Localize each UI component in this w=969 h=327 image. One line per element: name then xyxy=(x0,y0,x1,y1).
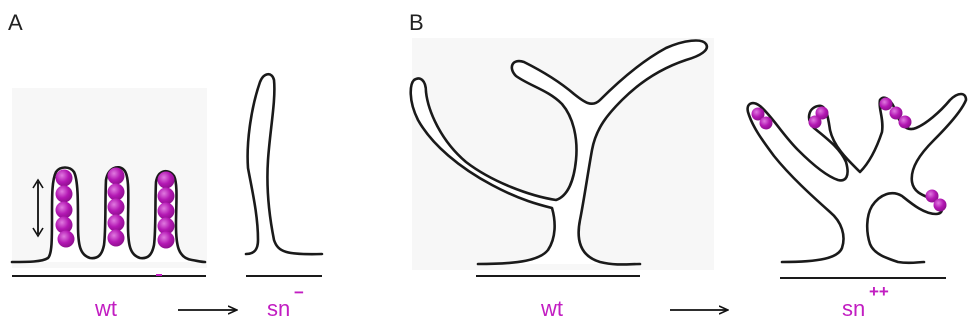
bead-stack-2 xyxy=(108,168,125,247)
bead xyxy=(158,188,175,205)
bead xyxy=(158,232,175,249)
bead-stack-1 xyxy=(56,170,75,248)
bead xyxy=(880,98,893,111)
bead-stack-3 xyxy=(158,172,175,249)
panel-b-right-superscript: ++ xyxy=(869,282,889,301)
bead xyxy=(760,117,773,130)
panel-a-left-label: wt xyxy=(94,296,117,321)
panel-a-right-label: sn xyxy=(267,296,290,321)
panel-a: A xyxy=(8,10,322,321)
bead xyxy=(158,172,175,189)
panel-b-right-label: sn xyxy=(842,296,865,321)
bead xyxy=(108,230,125,247)
bead xyxy=(108,168,125,185)
bead xyxy=(108,184,125,201)
bead xyxy=(56,202,73,219)
panel-a-letter: A xyxy=(8,10,23,35)
bead xyxy=(56,170,73,187)
bead xyxy=(58,231,75,248)
sn-minus-bristle-outline xyxy=(246,74,322,254)
panel-b-letter: B xyxy=(409,10,424,35)
panel-a-right-superscript: − xyxy=(294,283,304,302)
bead xyxy=(934,199,947,212)
panel-b: B wt sn ++ xyxy=(409,10,966,321)
sn-plus-branched-bristle-outline xyxy=(748,94,966,263)
bead xyxy=(108,215,125,232)
bead xyxy=(108,199,125,216)
bead xyxy=(158,203,175,220)
bead xyxy=(56,186,73,203)
panel-b-left-label: wt xyxy=(540,296,563,321)
bead xyxy=(899,116,912,129)
bead xyxy=(809,116,822,129)
